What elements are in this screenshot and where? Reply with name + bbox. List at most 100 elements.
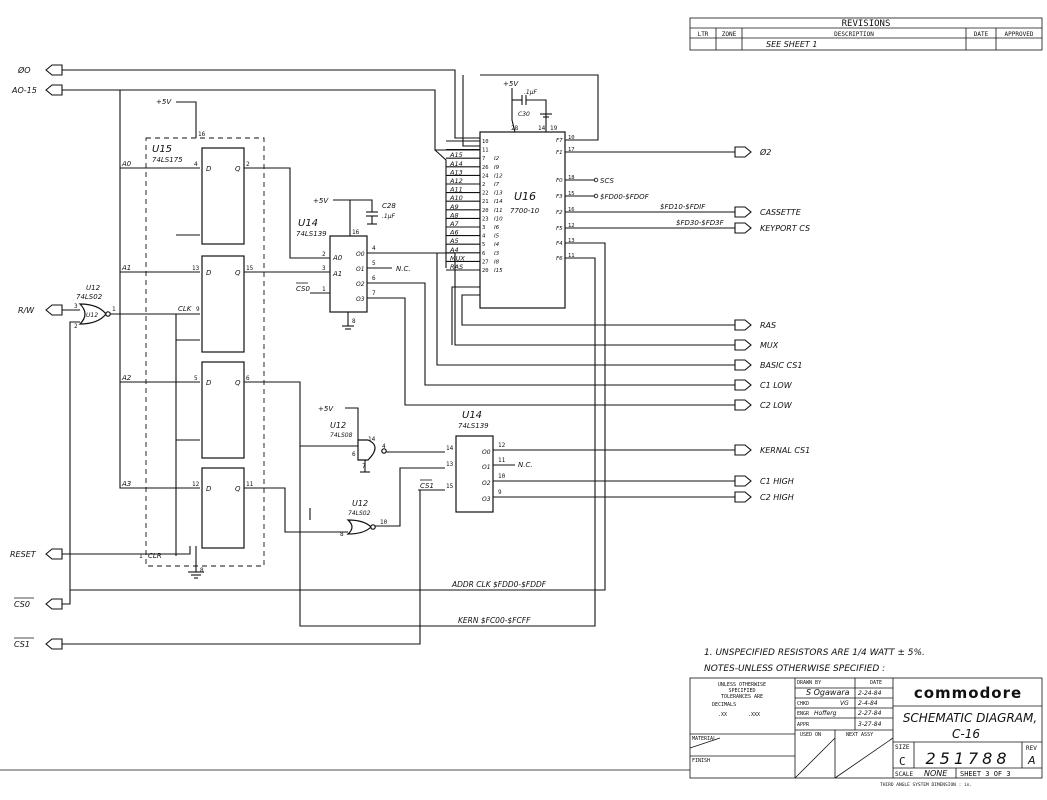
u16-right-label: F7 — [556, 138, 563, 144]
u16-cap-value: .1µF — [524, 89, 538, 96]
u16-left-input: I10 — [494, 216, 503, 222]
u16-left-net: A5 — [449, 237, 459, 245]
u16-right-pin: 16 — [568, 207, 575, 213]
u12b-pin4: 4 — [382, 443, 386, 450]
tb-sheet: SHEET 3 OF 3 — [960, 770, 1011, 778]
port-phi2-label: Ø2 — [759, 147, 771, 157]
u15-in3-d: D — [206, 485, 212, 493]
u14b-o0-pin: 12 — [498, 442, 506, 449]
left-ports: ØO AO-15 R/W RESET CS0 CS1 — [10, 64, 63, 650]
u16-left-input: I13 — [494, 191, 503, 197]
u14a-o3-pin: 7 — [372, 290, 376, 297]
u14b-name: U14 — [462, 410, 482, 421]
u15-ff-2 — [201, 361, 245, 459]
u15-in0-net: A0 — [121, 160, 132, 168]
u14a-a1: A1 — [332, 270, 342, 278]
u14b-pin15: 15 — [446, 483, 454, 490]
u16-name: U16 — [514, 190, 536, 203]
u12c-pin10: 10 — [380, 519, 388, 526]
tb-footer: THIRD ANGLE SYSTEM DIMENSION : in. — [880, 782, 972, 788]
u16-left-pin: 5 — [482, 242, 485, 248]
tb-used-on: USED ON — [800, 732, 821, 738]
u14b-o1: O1 — [482, 464, 491, 471]
tb-chkd-date: 2-4-84 — [858, 700, 878, 707]
u12a-pin3: 3 — [74, 303, 78, 310]
u12a-pin1: 1 — [112, 306, 116, 313]
c28-name: C28 — [382, 202, 396, 210]
tb-rev: A — [1027, 754, 1036, 767]
u15-vcc-pin: 16 — [198, 131, 206, 138]
u16-left-net: MUX — [450, 254, 465, 262]
u16-left-input: I7 — [494, 182, 500, 188]
u14a-nc: N.C. — [396, 265, 411, 273]
u14a-a0-pin: 2 — [322, 251, 326, 258]
u16-left-pin: 20 — [482, 268, 489, 274]
port-keyport: KEYPORT CS — [734, 222, 810, 234]
u16-left-pin: 22 — [482, 191, 489, 197]
u16-net-scs: SCS — [600, 177, 614, 185]
port-c2high-label: C2 HIGH — [760, 493, 794, 502]
port-cassette: CASSETTE — [734, 206, 802, 218]
port-reset-label: RESET — [10, 550, 37, 559]
u14b-o3: O3 — [482, 496, 491, 503]
port-c2-low: C2 LOW — [734, 399, 793, 411]
port-kernal-label: KERNAL CS1 — [760, 446, 810, 455]
tb-unless: UNLESS OTHERWISE — [718, 682, 766, 688]
u16-left-pin: 10 — [482, 139, 489, 145]
u14a-name: U14 — [298, 218, 318, 229]
tb-drawn-name: S Ogawara — [806, 688, 850, 697]
u15-in3-net: A3 — [121, 480, 131, 488]
u14a-o0-pin: 4 — [372, 245, 376, 252]
u16-type: 7700-10 — [510, 207, 540, 215]
u15-in3-q: Q — [235, 485, 241, 493]
u16-left-pin: 26 — [482, 165, 489, 171]
u16-right-label: F4 — [556, 241, 563, 247]
u14b-pin13: 13 — [446, 461, 454, 468]
port-ras-label: RAS — [760, 321, 776, 330]
u16-left-input: I2 — [494, 156, 500, 162]
u14a-decoder: U14 74LS139 +5V 16 8 A0 A1 2 3 CS0 1 O0 … — [296, 197, 411, 330]
u16-left-input: I3 — [494, 251, 500, 257]
u16-net-fd00: $FD00-$FDOF — [600, 193, 650, 201]
u14a-pin8: 8 — [352, 318, 356, 325]
u16-left-input: I8 — [494, 259, 500, 265]
tb-drawn-date: 2-24-84 — [858, 690, 882, 697]
u12c-nor-gate: U12 74LS02 8 10 — [340, 499, 388, 538]
u12a-nor-gate: U12 U12 74LS02 3 2 1 — [74, 284, 116, 330]
c28-capacitor: C28 .1µF — [366, 202, 396, 225]
u14a-pin16: 16 — [352, 229, 360, 236]
u15-clr-label: CLR — [148, 552, 162, 560]
rev-col-date: DATE — [974, 31, 989, 38]
u16-left-input: I15 — [494, 268, 503, 274]
tb-scale-label: SCALE — [895, 771, 913, 778]
u14a-o3: O3 — [356, 296, 365, 303]
u15-ff-1 — [201, 255, 245, 353]
u14b-o0: O0 — [482, 449, 491, 456]
port-cs0: CS0 — [14, 597, 63, 610]
u16-left-pin: 23 — [482, 216, 489, 222]
u14b-o3-pin: 9 — [498, 489, 502, 496]
u16-right-label: F6 — [556, 256, 563, 262]
u15-in1-d: D — [206, 269, 212, 277]
u14a-vcc: +5V — [313, 197, 329, 205]
port-c2-high: C2 HIGH — [734, 491, 794, 503]
tb-engr: ENGR — [797, 711, 810, 717]
u15-in3-qpin: 11 — [246, 481, 254, 488]
u16-left-net: A12 — [449, 177, 463, 185]
port-c1low-label: C1 LOW — [760, 381, 793, 390]
tb-appr: APPR — [797, 722, 810, 728]
tb-specified: SPECIFIED — [728, 688, 755, 694]
u15-in1-pin: 13 — [192, 265, 200, 272]
